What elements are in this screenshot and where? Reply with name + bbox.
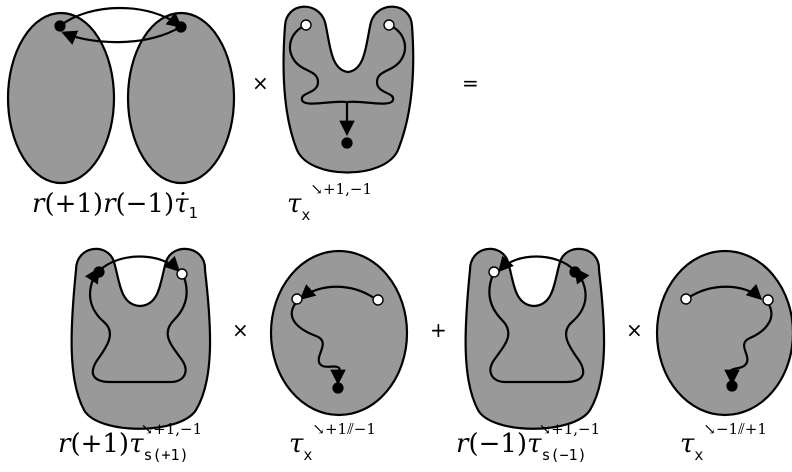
wiggle-4 [729,298,773,380]
times-operator-3: × [626,318,643,342]
equals-operator: = [462,71,479,95]
right-oval [126,11,236,185]
label-bottom-3: r(−1)τs(−1)↘+1,−1 [456,420,600,464]
open-dot-2a [291,293,303,305]
right-open-dot [383,19,395,31]
bottom-figure-2 [269,249,409,417]
oval-4 [655,249,792,417]
times-operator-2: × [232,318,249,342]
label-top-left: r(+1)r(−1)τ̇1 [32,189,198,222]
u-shape-blob-1 [70,247,212,430]
times-operator-1: × [252,71,269,95]
top-arc-arrow [58,6,183,28]
bottom-figure-1 [70,247,212,430]
top-arc-4 [686,283,763,301]
filled-dot-1 [93,266,105,278]
top-arc-2 [299,284,376,301]
filled-dot-2 [332,382,344,394]
bottom-figure-3 [464,247,606,430]
filled-dot-3 [569,266,581,278]
right-wiggle-3 [488,267,590,384]
left-filled-dot [54,20,66,32]
top-mid-figure [282,5,415,174]
open-dot-1 [176,268,188,280]
top-arc-3 [497,255,576,273]
filled-dot-4 [726,380,738,392]
plus-operator: + [430,318,447,342]
left-wiggle-path [288,23,348,105]
top-left-figure [6,6,236,185]
label-bottom-4: τx↘−1⫽+1 [680,420,767,464]
left-open-dot [300,19,312,31]
bottom-figure-4 [655,249,792,417]
open-dot-3 [488,266,500,278]
label-bottom-1: r(+1)τs(+1)↘+1,−1 [58,420,202,464]
wiggle-2 [290,298,341,380]
bottom-filled-dot [341,137,353,149]
bottom-arc-arrow [61,25,182,45]
open-dot-4a [680,293,692,305]
left-wiggle-1 [84,267,188,384]
label-bottom-2: τx↘+1⫽−1 [289,420,376,464]
open-dot-4b [762,294,774,306]
u-shape-blob-3 [464,247,606,430]
label-top-mid: τx↘+1,−1 [287,180,372,224]
top-arc-1 [98,255,181,273]
u-shape-blob [282,5,415,174]
right-filled-dot [175,21,187,33]
open-dot-2b [372,294,384,306]
right-wiggle-path [346,23,407,105]
left-oval [6,11,116,185]
